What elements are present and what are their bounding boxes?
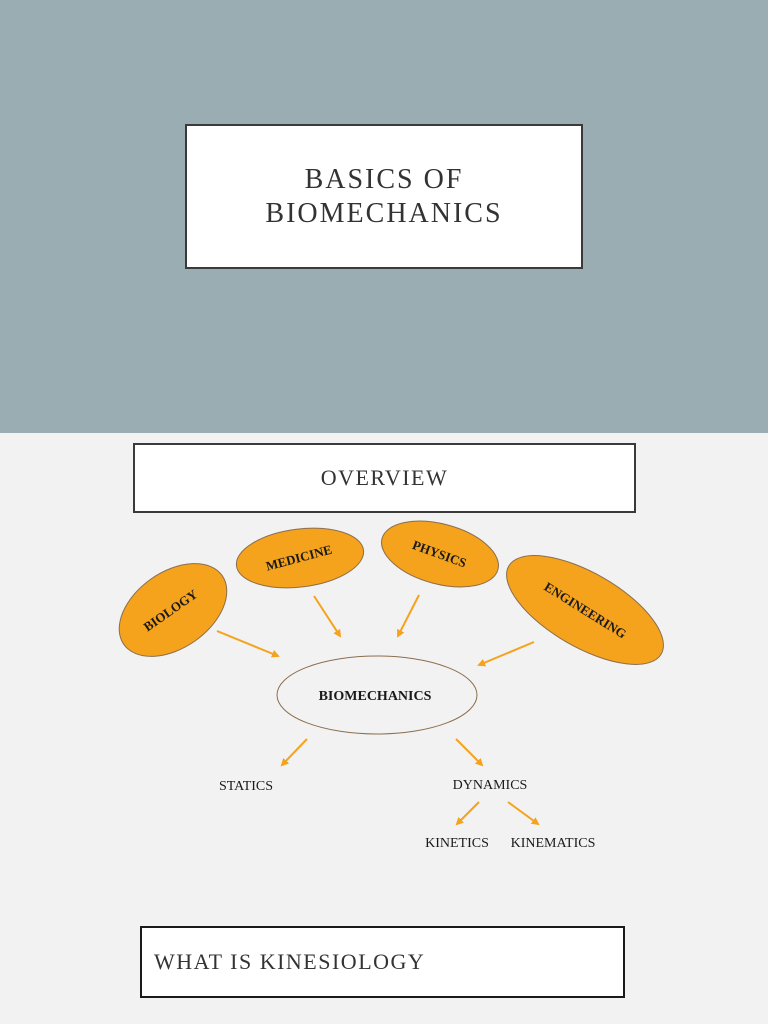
overview-heading-box: OVERVIEW xyxy=(133,443,636,513)
arrow-biology-to-center xyxy=(216,630,280,658)
title-box: BASICS OF BIOMECHANICS xyxy=(185,124,583,269)
label-dynamics: DYNAMICS xyxy=(453,778,528,793)
center-node: BIOMECHANICS xyxy=(276,655,478,735)
arrow-center-to-dynamics xyxy=(455,738,484,767)
oval-biology: BIOLOGY xyxy=(118,563,228,657)
arrow-dynamics-to-kinetics xyxy=(455,801,480,826)
label-kinematics: KINEMATICS xyxy=(511,836,596,851)
label-kinetics: KINETICS xyxy=(425,836,489,851)
kinesiology-heading-box: WHAT IS KINESIOLOGY xyxy=(140,926,625,998)
kinesiology-heading: WHAT IS KINESIOLOGY xyxy=(154,949,426,974)
label-biomechanics: BIOMECHANICS xyxy=(319,689,432,704)
overview-heading: OVERVIEW xyxy=(320,465,449,490)
label-statics: STATICS xyxy=(219,779,273,794)
slide-title: BASICS OF BIOMECHANICS xyxy=(265,163,503,229)
arrow-engineering-to-center xyxy=(477,641,535,667)
arrow-physics-to-center xyxy=(397,594,420,638)
arrow-center-to-statics xyxy=(280,738,308,767)
arrow-dynamics-to-kinematics xyxy=(507,801,540,826)
oval-physics: PHYSICS xyxy=(381,520,499,588)
oval-engineering: ENGINEERING xyxy=(506,555,664,665)
oval-medicine: MEDICINE xyxy=(235,527,365,589)
arrow-medicine-to-center xyxy=(313,595,342,638)
